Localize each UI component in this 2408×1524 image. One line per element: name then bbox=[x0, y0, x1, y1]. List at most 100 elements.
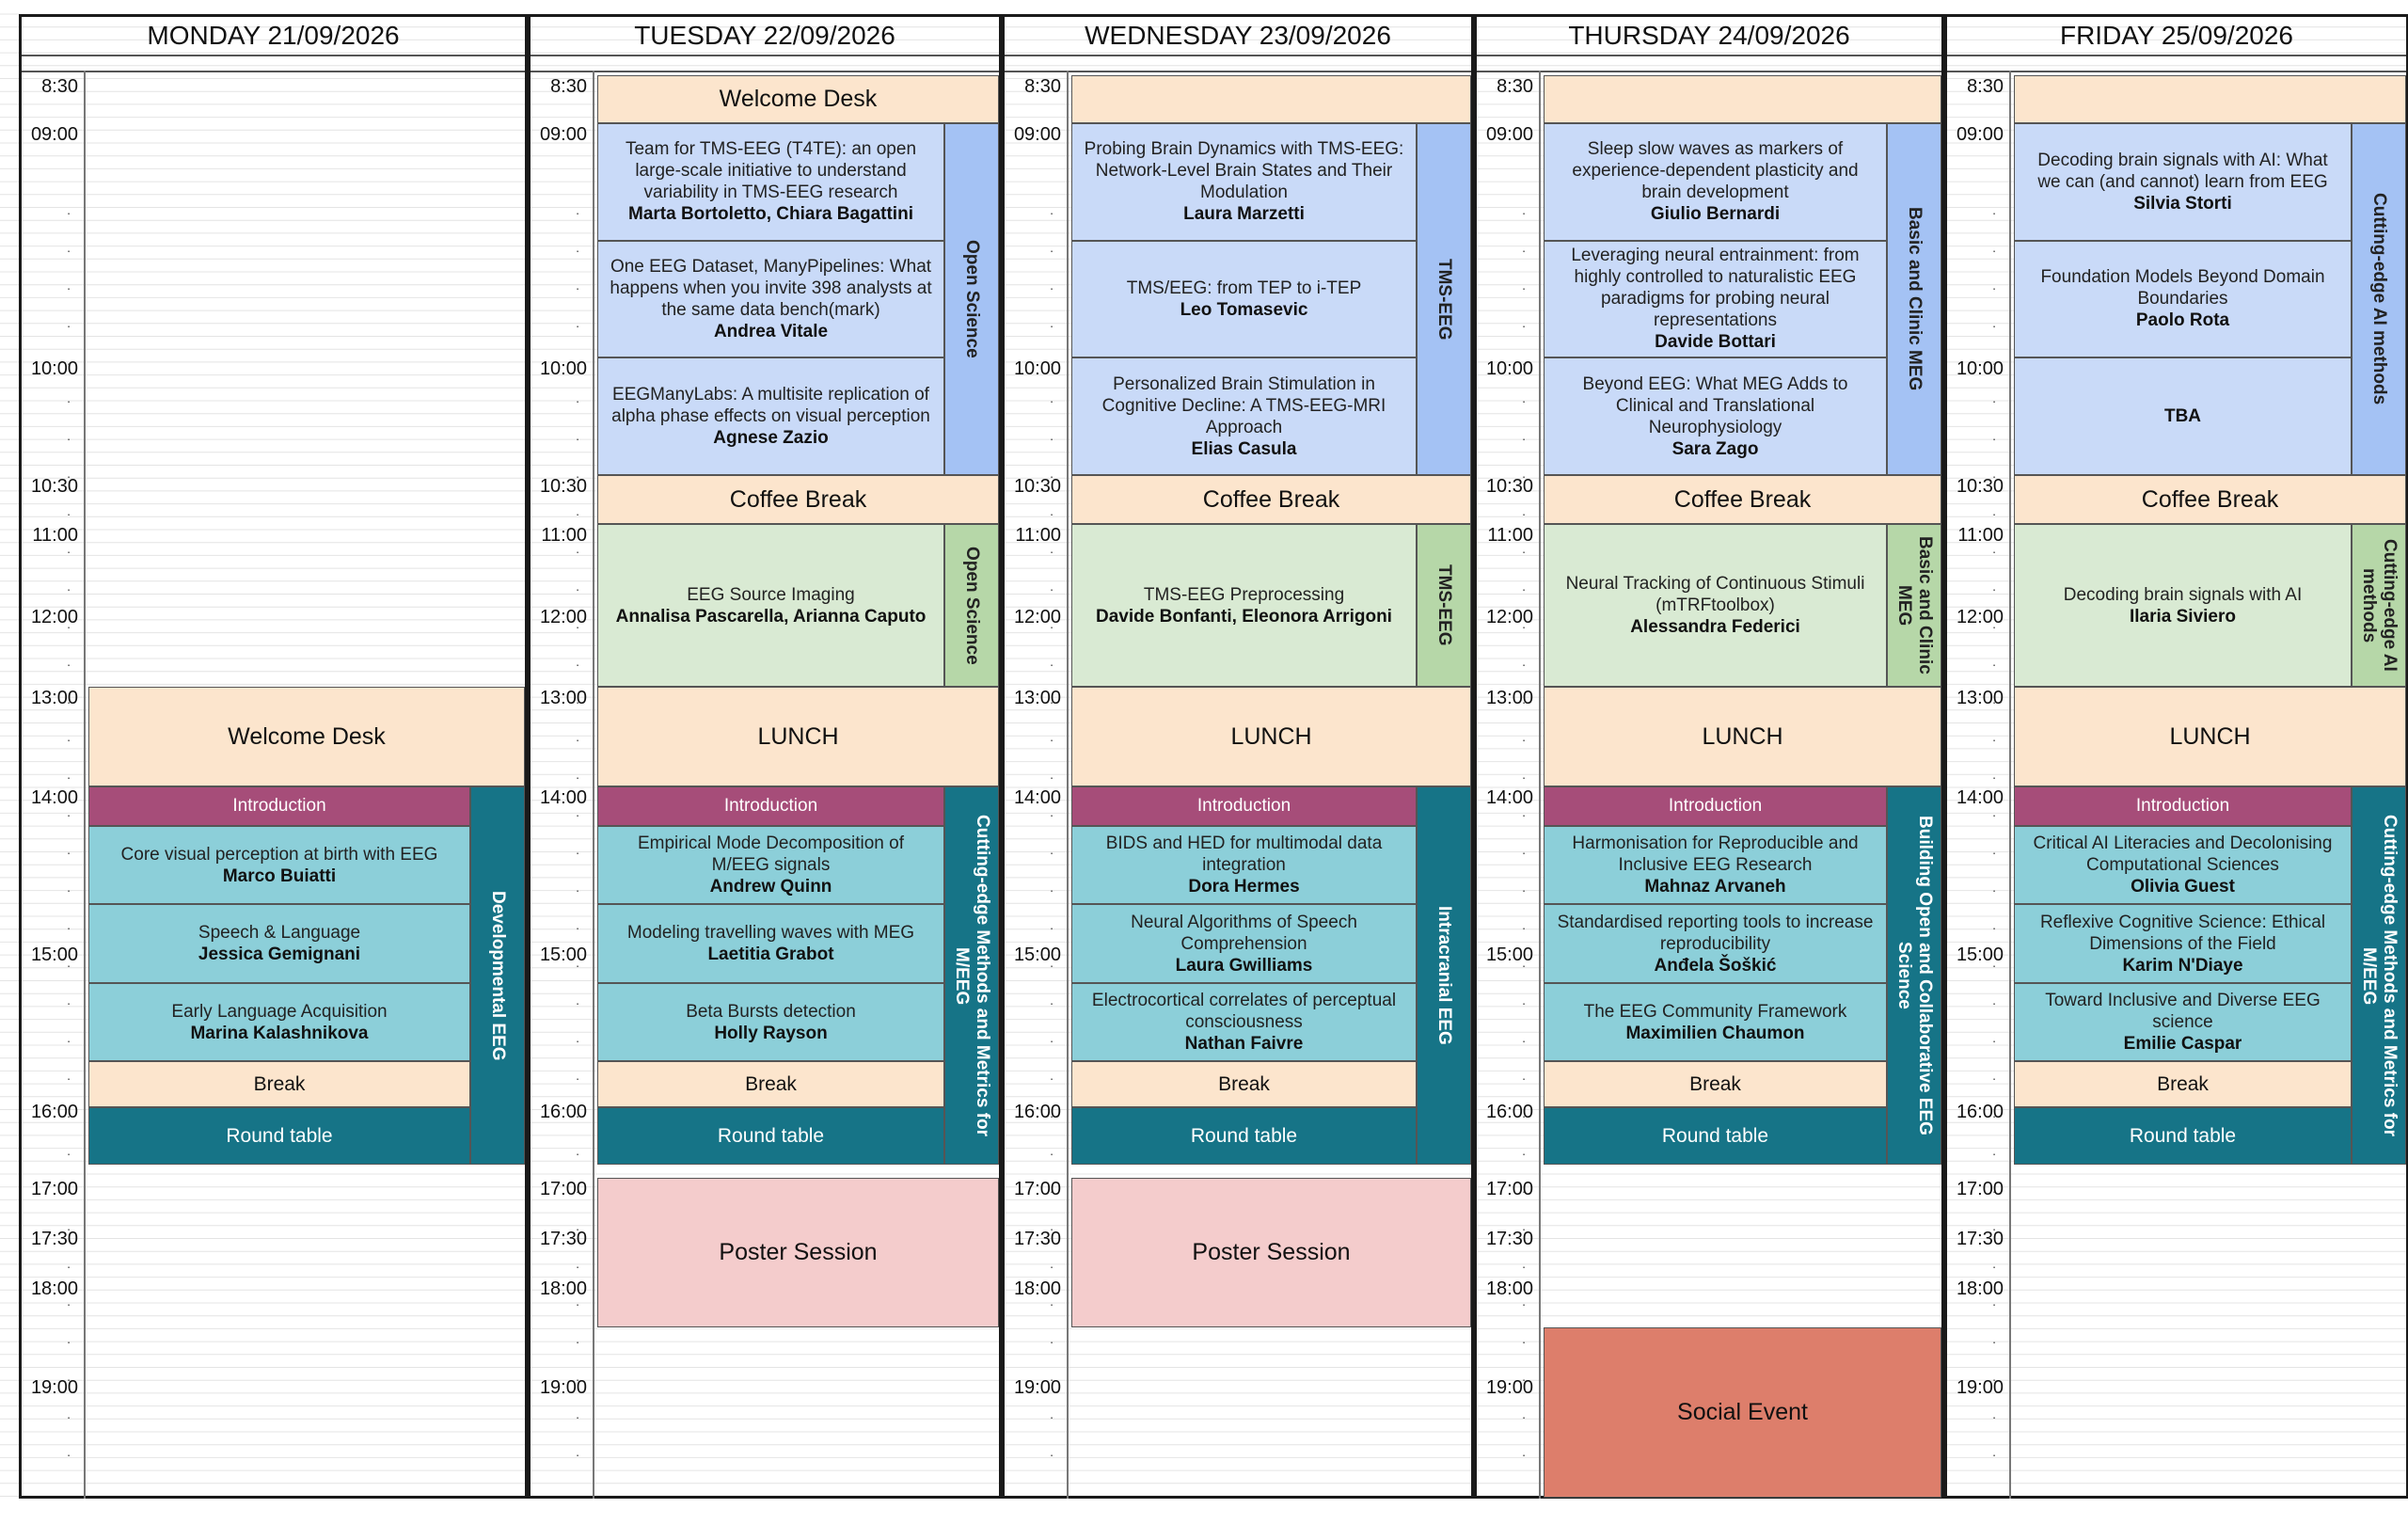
grid-dot: . bbox=[1992, 1444, 1996, 1459]
talk-title: Reflexive Cognitive Science: Ethical Dim… bbox=[2039, 912, 2326, 954]
time-label: 17:00 bbox=[30, 1179, 78, 1199]
talk-speaker: Nathan Faivre bbox=[1184, 1034, 1304, 1054]
grid-dot: . bbox=[67, 1105, 71, 1120]
track-name: Cutting-edge Methods and Metrics for M/E… bbox=[952, 815, 992, 1137]
time-label: 11:00 bbox=[1957, 525, 2004, 546]
talk-speaker: Holly Rayson bbox=[714, 1023, 828, 1043]
time-label: 11:00 bbox=[1015, 525, 1061, 546]
talk-speaker: Davide Bonfanti, Eleonora Arrigoni bbox=[1096, 606, 1392, 627]
grid-dot: . bbox=[1050, 240, 1054, 255]
grid-dot: . bbox=[1992, 767, 1996, 782]
grid-dot: . bbox=[576, 1256, 579, 1271]
grid-dot: . bbox=[576, 842, 579, 857]
grid-dot: . bbox=[67, 1256, 71, 1271]
talk-block: EEGManyLabs: A multisite replication of … bbox=[597, 357, 944, 475]
session-label: Introduction bbox=[2135, 795, 2230, 816]
talk-block: Leveraging neural entrainment: from high… bbox=[1544, 240, 1887, 357]
grid-dot: . bbox=[1522, 654, 1526, 669]
talk-block: Team for TMS-EEG (T4TE): an open large-s… bbox=[597, 123, 944, 241]
time-label: 13:00 bbox=[539, 688, 587, 708]
session-block bbox=[1544, 75, 1941, 123]
time-label: 12:00 bbox=[1013, 606, 1061, 627]
talk-block: Harmonisation for Reproducible and Inclu… bbox=[1544, 825, 1887, 905]
talk-title: Leveraging neural entrainment: from high… bbox=[1571, 246, 1860, 331]
time-label: 14:00 bbox=[1013, 787, 1061, 808]
track-name: Intracranial EEG bbox=[1434, 906, 1454, 1046]
track-name: Cutting-edge Methods and Metrics for M/E… bbox=[2359, 815, 2400, 1137]
talk-title: Electrocortical correlates of perceptual… bbox=[1091, 991, 1397, 1032]
session-block: Coffee Break bbox=[597, 475, 999, 524]
track-label: Cutting-edge AI methods bbox=[2352, 524, 2406, 687]
day-header: FRIDAY 25/09/2026 bbox=[1947, 17, 2406, 56]
session-block: Welcome Desk bbox=[88, 687, 525, 786]
track-name: Open Science bbox=[962, 546, 982, 665]
session-block: Welcome Desk bbox=[597, 75, 999, 123]
grid-dot: . bbox=[1992, 917, 1996, 932]
track-name: TMS-EEG bbox=[1434, 258, 1454, 341]
grid-dot: . bbox=[1522, 767, 1526, 782]
session-block: Round table bbox=[597, 1106, 944, 1166]
talk-speaker: Emilie Caspar bbox=[2123, 1034, 2242, 1054]
grid-dot: . bbox=[1992, 842, 1996, 857]
time-label: 10:30 bbox=[539, 476, 587, 497]
grid-dot: . bbox=[67, 729, 71, 744]
grid-dot: . bbox=[1050, 917, 1054, 932]
grid-dot: . bbox=[67, 428, 71, 443]
time-label: 16:00 bbox=[1956, 1102, 2004, 1122]
grid-dot: . bbox=[1992, 503, 1996, 518]
session-block: Round table bbox=[1071, 1106, 1417, 1166]
talk-block: Critical AI Literacies and Decolonising … bbox=[2014, 825, 2352, 905]
day-header: WEDNESDAY 23/09/2026 bbox=[1005, 17, 1471, 56]
grid-dot: . bbox=[1992, 579, 1996, 594]
time-label: 10:30 bbox=[1485, 476, 1533, 497]
session-block: LUNCH bbox=[1544, 687, 1941, 786]
grid-dot: . bbox=[1992, 202, 1996, 217]
time-label: 17:00 bbox=[539, 1179, 587, 1199]
talk-speaker: Dora Hermes bbox=[1188, 877, 1300, 897]
header-divider bbox=[1005, 71, 1471, 72]
grid-dot: . bbox=[576, 1143, 579, 1158]
track-label: TMS-EEG bbox=[1417, 123, 1471, 475]
talk-speaker: TBA bbox=[2163, 406, 2202, 426]
time-label: 10:30 bbox=[30, 476, 78, 497]
talk-speaker: Mahnaz Arvaneh bbox=[1644, 877, 1786, 897]
time-label: 16:00 bbox=[30, 1102, 78, 1122]
grid-dot: . bbox=[1522, 1105, 1526, 1120]
grid-dot: . bbox=[1050, 804, 1054, 819]
grid-dot: . bbox=[576, 804, 579, 819]
session-label: Poster Session bbox=[1192, 1238, 1351, 1265]
time-label: 09:00 bbox=[1956, 124, 2004, 145]
session-label: Coffee Break bbox=[1673, 485, 1812, 513]
session-label: Coffee Break bbox=[1202, 485, 1340, 513]
talk-speaker: Marina Kalashnikova bbox=[190, 1023, 369, 1043]
talk-title: Standardised reporting tools to increase… bbox=[1557, 912, 1874, 954]
talk-block: Standardised reporting tools to increase… bbox=[1544, 904, 1887, 983]
grid-dot: . bbox=[1522, 842, 1526, 857]
grid-dot: . bbox=[576, 1331, 579, 1346]
grid-dot: . bbox=[1992, 955, 1996, 970]
grid-dot: . bbox=[576, 729, 579, 744]
grid-dot: . bbox=[67, 390, 71, 405]
talk-title: EEG Source Imaging bbox=[687, 584, 855, 605]
session-block: Poster Session bbox=[597, 1178, 999, 1327]
grid-dot: . bbox=[67, 880, 71, 895]
track-label: Building Open and Collaborative EEG Scie… bbox=[1887, 786, 1941, 1166]
grid-dot: . bbox=[576, 579, 579, 594]
grid-dot: . bbox=[576, 880, 579, 895]
grid-dot: . bbox=[1522, 804, 1526, 819]
track-name: Cutting-edge AI methods bbox=[2359, 539, 2400, 672]
grid-dot: . bbox=[576, 1294, 579, 1309]
session-label: Break bbox=[1218, 1072, 1270, 1095]
time-label: 15:00 bbox=[1013, 945, 1061, 965]
talk-title: Core visual perception at birth with EEG bbox=[120, 844, 438, 865]
time-label: 10:30 bbox=[1956, 476, 2004, 497]
grid-dot: . bbox=[67, 767, 71, 782]
time-label: 11:00 bbox=[32, 525, 78, 546]
session-block: Break bbox=[1071, 1061, 1417, 1107]
talk-block: Neural Tracking of Continuous Stimuli (m… bbox=[1544, 524, 1887, 687]
track-label: Open Science bbox=[944, 524, 999, 687]
talk-title: Beta Bursts detection bbox=[686, 1001, 856, 1022]
